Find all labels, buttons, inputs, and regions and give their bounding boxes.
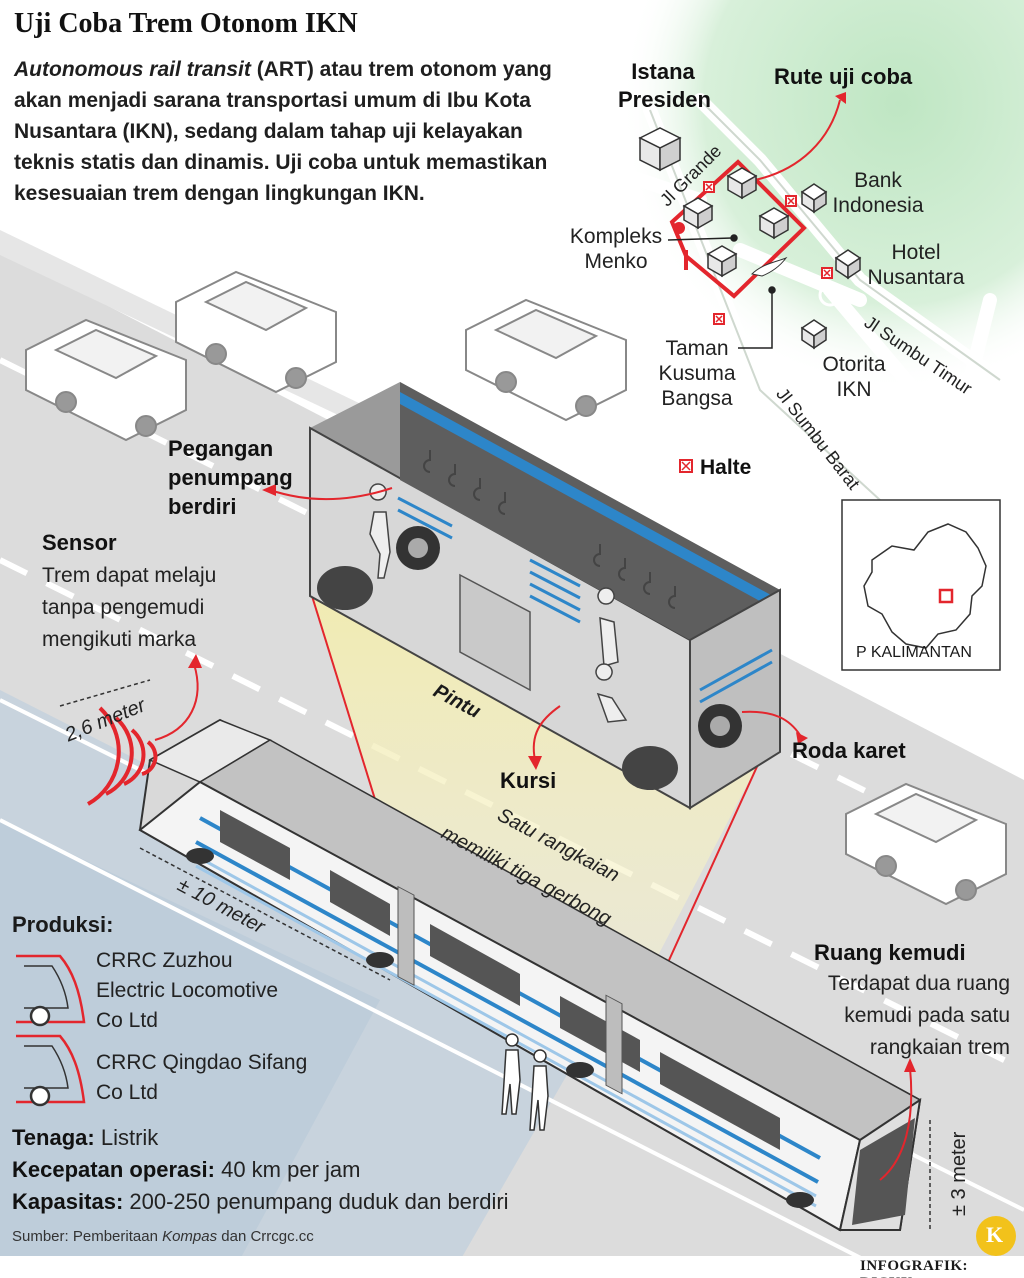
ikn-location-marker xyxy=(938,588,954,604)
intro-body: (ART) atau trem otonom yang akan menjadi… xyxy=(14,58,552,205)
label-halte: Halte xyxy=(700,456,752,479)
production-icon-1 xyxy=(16,954,86,1027)
label-kompleks: Kompleks Menko xyxy=(569,225,663,273)
page-title: Uji Coba Trem Otonom IKN xyxy=(14,8,358,39)
spec-tenaga: Tenaga: Listrik xyxy=(12,1122,158,1154)
label-kalimantan: P KALIMANTAN xyxy=(856,644,972,661)
route-arrow-up-head xyxy=(835,92,846,104)
label-istana: Istana Presiden xyxy=(618,59,711,112)
map-buildings xyxy=(638,127,862,350)
spec-kapasitas: Kapasitas: 200-250 penumpang duduk dan b… xyxy=(12,1186,509,1218)
source-prefix: Sumber: Pemberitaan xyxy=(12,1228,163,1245)
map-white-mask xyxy=(0,0,540,250)
label-bank: Bank Indonesia xyxy=(832,169,924,217)
cars xyxy=(25,270,1007,906)
callout-arrows xyxy=(154,487,913,1181)
measure-height: ± 3 meter xyxy=(948,1131,970,1216)
credit-bar xyxy=(0,1256,1024,1278)
callout-pegangan: Pegangan penumpang berdiri xyxy=(168,436,293,519)
sensor-waves xyxy=(87,706,158,806)
spec-kapasitas-value: 200-250 penumpang duduk dan berdiri xyxy=(123,1189,509,1214)
kompas-logo xyxy=(976,1216,1016,1256)
tram-cutaway xyxy=(309,382,781,810)
label-otorita: Otorita IKN xyxy=(822,353,886,401)
kalimantan-island xyxy=(863,523,987,649)
label-taman: Taman Kusuma Bangsa xyxy=(658,337,736,410)
produksi-title: Produksi: xyxy=(12,912,114,937)
produksi-maker-2: CRRC Qingdao Sifang Co Ltd xyxy=(96,1051,308,1104)
spec-kecepatan: Kecepatan operasi: 40 km per jam xyxy=(12,1154,360,1186)
spec-tenaga-label: Tenaga: xyxy=(12,1125,95,1150)
callout-sensor-title: Sensor xyxy=(42,530,117,555)
zoom-beam xyxy=(312,596,760,990)
callout-sensor-text: Trem dapat melaju tanpa pengemudi mengik… xyxy=(42,564,217,651)
route-start-dot xyxy=(673,222,685,234)
source-suffix: dan Crrcgc.cc xyxy=(217,1228,314,1245)
garuda-emblem xyxy=(750,256,788,277)
halte-marker-crosses xyxy=(681,183,831,471)
label-hotel: Hotel Nusantara xyxy=(867,241,965,289)
callout-ruang-title: Ruang kemudi xyxy=(814,940,966,965)
spec-kecepatan-label: Kecepatan operasi: xyxy=(12,1157,215,1182)
route-arrow-up xyxy=(754,99,841,181)
sidewalk xyxy=(0,820,380,1278)
spec-tenaga-value: Listrik xyxy=(94,1125,159,1150)
callout-arrowheads xyxy=(188,484,916,1072)
intro-paragraph: Autonomous rail transit (ART) atau trem … xyxy=(14,54,574,209)
test-route xyxy=(669,159,807,299)
spec-kecepatan-value: 40 km per jam xyxy=(214,1157,361,1182)
dimension-lines xyxy=(59,679,931,1230)
map-roads-outline xyxy=(649,99,1001,501)
production-icon-2 xyxy=(16,1034,86,1107)
callout-kursi: Kursi xyxy=(500,768,557,793)
intro-lead: Autonomous rail transit xyxy=(14,58,251,81)
tram-body xyxy=(138,718,922,1232)
map-leaders xyxy=(667,234,842,384)
source-line: Sumber: Pemberitaan Kompas dan Crrcgc.cc xyxy=(12,1228,314,1245)
credit: INFOGRAFIK: DICKY xyxy=(860,1258,968,1278)
spec-kapasitas-label: Kapasitas: xyxy=(12,1189,124,1214)
produksi-maker-1: CRRC Zuzhou Electric Locomotive Co Ltd xyxy=(96,949,279,1032)
label-rute: Rute uji coba xyxy=(774,64,913,89)
callout-roda: Roda karet xyxy=(792,738,906,763)
pedestrians xyxy=(501,1033,549,1131)
callout-ruang-text: Terdapat dua ruang kemudi pada satu rang… xyxy=(827,972,1010,1059)
source-publication: Kompas xyxy=(162,1228,218,1245)
lane-markings xyxy=(0,357,1024,1073)
kompas-logo-letter: K xyxy=(986,1222,1004,1247)
